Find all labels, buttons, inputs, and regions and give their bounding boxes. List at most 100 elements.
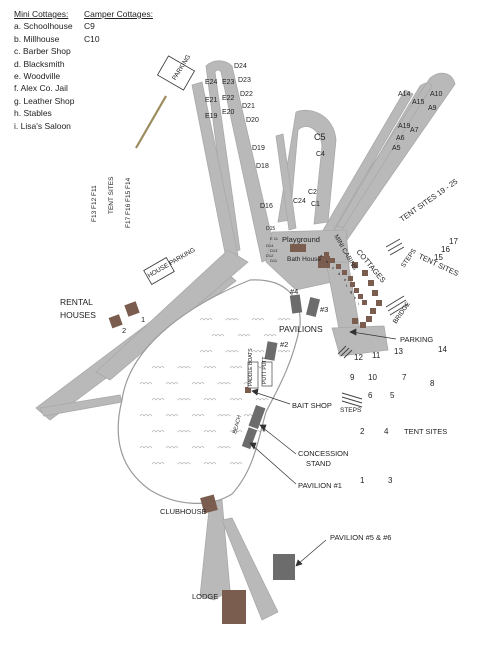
wave-mark <box>177 430 191 433</box>
mini-cabin <box>354 288 359 293</box>
wave-mark <box>191 382 205 385</box>
beach-label: BEACH <box>232 415 243 435</box>
cottage <box>360 322 366 328</box>
parking-right-label: PARKING <box>400 335 433 344</box>
cottage <box>372 290 378 296</box>
wave-mark <box>277 318 291 321</box>
pavilions-label: PAVILIONS <box>279 324 323 334</box>
bridge-label: BRIDGE <box>392 300 412 325</box>
concession-label-1: CONCESSION <box>298 449 348 458</box>
mini-cabin <box>350 282 355 287</box>
pavilion-3 <box>305 297 321 317</box>
clubhouse-building <box>200 494 218 514</box>
wave-mark <box>211 334 225 337</box>
site-label-d: D20 <box>246 117 259 124</box>
site-label-d: D14 <box>266 243 274 248</box>
pavilion-2 <box>264 341 278 361</box>
wave-mark <box>139 382 153 385</box>
site-label-d: E 11 <box>270 236 279 241</box>
pavilion-1 <box>241 427 258 450</box>
cottage <box>352 318 358 324</box>
site-label-a: A5 <box>392 145 401 152</box>
steps-lower-label: STEPS <box>340 407 362 414</box>
cottage <box>370 308 376 314</box>
parking-top-pole <box>135 95 167 149</box>
site-label-a: A9 <box>428 105 437 112</box>
cottage <box>362 270 368 276</box>
site-label-c: C5 <box>314 132 326 142</box>
site-number: 5 <box>390 391 395 400</box>
tent-site-number: 15 <box>434 253 443 262</box>
mini-cabin-letter: b <box>326 259 329 264</box>
site-number: 6 <box>368 391 373 400</box>
site-number: 14 <box>438 345 447 354</box>
wave-mark <box>177 462 191 465</box>
wave-mark <box>139 414 153 417</box>
site-number: 13 <box>394 347 403 356</box>
camper-legend: Camper Cottages: C9 C10 <box>84 8 153 45</box>
parking-top-sign <box>156 55 196 91</box>
rental-house-1 <box>124 301 140 317</box>
wave-mark <box>229 462 243 465</box>
cottage <box>376 300 382 306</box>
mini-cabin-letter: f <box>346 283 348 288</box>
mini-cabin-letter: g <box>350 289 352 294</box>
site-label-d: D21 <box>242 103 255 110</box>
wave-mark <box>263 334 277 337</box>
site-label-a: A10 <box>430 91 443 98</box>
bait-shop-building <box>245 387 251 393</box>
road-c-loop <box>277 109 337 225</box>
mini-item-d: d. Blacksmith <box>14 58 65 69</box>
tent-sites-19-25-label: TENT SITES 19 - 25 <box>398 177 459 224</box>
paddle-boats-label: PADDLE BOATS <box>248 348 254 386</box>
site-label-c: C4 <box>316 151 325 158</box>
mini-cabin <box>358 294 363 299</box>
mini-cabin-letter: a <box>320 253 323 258</box>
steps-lower-hatch <box>341 392 363 408</box>
wave-mark <box>177 398 191 401</box>
concession-stand <box>248 404 266 430</box>
camper-cottages-header: Camper Cottages: <box>84 9 153 19</box>
site-label-a: A7 <box>410 127 419 134</box>
steps-top-label: STEPS <box>400 247 418 269</box>
mini-item-e: e. Woodville <box>14 71 61 82</box>
house-parking-label: HOUSE PARKING <box>147 247 197 280</box>
mini-cabin-letter: c <box>332 265 334 270</box>
tent-col-c: F17 F16 F15 F14 <box>125 177 132 228</box>
cottage <box>368 280 374 286</box>
rental-2-label: 2 <box>122 326 126 335</box>
pavilion1-label: PAVILION #1 <box>298 481 342 490</box>
wave-mark <box>165 446 179 449</box>
site-label-e-left: E21 <box>205 97 218 104</box>
wave-mark <box>225 318 239 321</box>
wave-mark <box>139 446 153 449</box>
tent-site-number: 16 <box>441 245 450 254</box>
house-parking-sign <box>143 257 175 285</box>
camper-item-c9: C9 <box>84 21 95 32</box>
sites-d-labels: E24E21E19E23E22E20D24D23D22D21D20D19D18D… <box>205 63 279 263</box>
lake <box>117 279 301 504</box>
site-label-d: D16 <box>260 203 273 210</box>
mini-cottages-header: Mini Cottages: <box>14 9 69 19</box>
site-label-d: D11 <box>270 258 278 263</box>
pavilion56-label: PAVILION #5 & #6 <box>330 533 391 542</box>
wave-mark <box>199 350 213 353</box>
site-label-c: C1 <box>311 201 320 208</box>
wave-mark <box>203 366 217 369</box>
mini-cabin <box>330 258 335 263</box>
wave-mark <box>191 446 205 449</box>
playground-shelter <box>290 244 306 252</box>
wave-mark <box>251 318 265 321</box>
site-label-e-mid: E22 <box>222 95 235 102</box>
site-label-a: A6 <box>396 135 405 142</box>
cottage <box>352 262 358 268</box>
road-finger-e <box>191 81 239 259</box>
mini-item-i: i. Lisa's Saloon <box>14 120 71 131</box>
lake-waves <box>139 318 291 465</box>
site-number: 11 <box>372 351 381 360</box>
site-label-d: D13 <box>270 248 278 253</box>
road-spur-left <box>95 249 249 381</box>
mini-cabin <box>342 270 347 275</box>
